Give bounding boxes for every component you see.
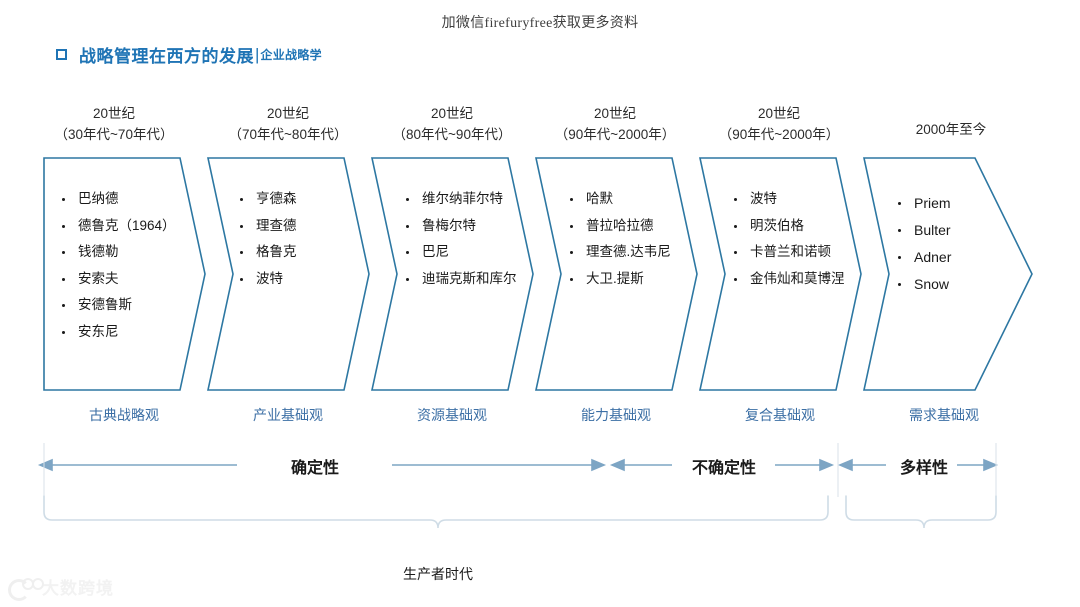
column-list-5: 波特 明茨伯格 卡普兰和诺顿 金伟灿和莫博涅 (732, 192, 845, 285)
title-separator: | (255, 44, 260, 64)
column-body-2: 亨德森 理查德 格鲁克 波特 (238, 192, 297, 298)
top-watermark: 加微信firefuryfree获取更多资料 (441, 16, 639, 31)
column-body-4: 哈默 普拉哈拉德 理查德.达韦尼 大卫.提斯 (568, 192, 671, 298)
list-item: 大卫.提斯 (568, 271, 671, 286)
page-title-main: 战略管理在西方的发展 (79, 47, 254, 66)
column-footer-2: 产业基础观 (253, 407, 323, 423)
column-list-2: 亨德森 理查德 格鲁克 波特 (238, 192, 297, 285)
column-footer-5: 复合基础观 (745, 407, 815, 423)
list-item: 维尔纳菲尔特 (404, 192, 517, 206)
column-header-line2: （90年代~2000年） (718, 126, 840, 142)
list-item: Adner (896, 250, 951, 264)
list-item: 格鲁克 (238, 245, 297, 259)
column-body-6: Priem Bulter Adner Snow (896, 196, 951, 304)
column-header-line2: （90年代~2000年） (554, 126, 676, 142)
list-item: 迪瑞克斯和库尔 (404, 271, 517, 286)
band-dividers (43, 443, 997, 497)
list-item: 卡普兰和诺顿 (732, 245, 845, 259)
column-body-1: 巴纳德 德鲁克（1964） 钱德勒 安索夫 安德鲁斯 安东尼 (60, 192, 176, 351)
column-body-5: 波特 明茨伯格 卡普兰和诺顿 金伟灿和莫博涅 (732, 192, 845, 298)
list-item: 德鲁克（1964） (60, 218, 176, 233)
list-item: Priem (896, 196, 951, 210)
column-header-line1: 20世纪 (266, 106, 310, 121)
list-item: 金伟灿和莫博涅 (732, 271, 845, 286)
band-label-uncertainty: 不确定性 (691, 460, 756, 477)
list-item: 鲁梅尔特 (404, 218, 517, 233)
page-title: 战略管理在西方的发展 | 企业战略学 (56, 42, 322, 67)
column-footer-6: 需求基础观 (909, 407, 979, 423)
list-item: 安德鲁斯 (60, 298, 176, 312)
column-header-3: 20世纪 （80年代~90年代） (362, 104, 542, 146)
list-item: 波特 (732, 192, 845, 206)
brand-logo-icon (8, 576, 44, 601)
brand-name: 大数跨境 (42, 579, 114, 598)
brace-right-small (845, 495, 997, 529)
list-item: 理查德 (238, 218, 297, 233)
list-item: 理查德.达韦尼 (568, 245, 671, 259)
bottom-watermark-logo: 大数跨境 (8, 574, 114, 601)
list-item: 波特 (238, 271, 297, 286)
column-header-5: 20世纪 （90年代~2000年） (686, 104, 872, 146)
band-label-diversity: 多样性 (899, 460, 948, 477)
column-body-3: 维尔纳菲尔特 鲁梅尔特 巴尼 迪瑞克斯和库尔 (404, 192, 517, 298)
list-item: 哈默 (568, 192, 671, 206)
list-item: Snow (896, 277, 951, 291)
column-list-1: 巴纳德 德鲁克（1964） 钱德勒 安索夫 安德鲁斯 安东尼 (60, 192, 176, 338)
list-item: 普拉哈拉德 (568, 218, 671, 233)
column-header-1: 20世纪 （30年代~70年代） (24, 104, 204, 146)
column-header-line1: 20世纪 (430, 106, 474, 121)
column-header-line1: 2000年至今 (915, 122, 987, 137)
column-footer-3: 资源基础观 (417, 407, 487, 423)
column-footer-4: 能力基础观 (581, 407, 651, 423)
column-list-6: Priem Bulter Adner Snow (896, 196, 951, 291)
column-list-3: 维尔纳菲尔特 鲁梅尔特 巴尼 迪瑞克斯和库尔 (404, 192, 517, 285)
column-list-4: 哈默 普拉哈拉德 理查德.达韦尼 大卫.提斯 (568, 192, 671, 285)
column-header-line2: （30年代~70年代） (54, 126, 174, 142)
column-header-4: 20世纪 （90年代~2000年） (522, 104, 708, 146)
page-title-sub: 企业战略学 (260, 48, 322, 62)
list-item: 钱德勒 (60, 245, 176, 259)
column-header-2: 20世纪 （70年代~80年代） (198, 104, 378, 146)
list-item: 明茨伯格 (732, 218, 845, 233)
brace-producer-era (43, 495, 829, 529)
column-header-line1: 20世纪 (757, 106, 801, 121)
square-bullet-icon (56, 49, 67, 60)
brace-label-producer-era: 生产者时代 (403, 566, 473, 582)
column-header-line1: 20世纪 (92, 106, 136, 121)
column-header-line2: （80年代~90年代） (392, 126, 512, 142)
list-item: 安东尼 (60, 324, 176, 339)
column-header-line2: （70年代~80年代） (228, 126, 348, 142)
list-item: Bulter (896, 223, 951, 237)
column-header-line1: 20世纪 (593, 106, 637, 121)
list-item: 安索夫 (60, 271, 176, 286)
list-item: 亨德森 (238, 192, 297, 206)
column-header-6: 2000年至今 (866, 120, 1036, 141)
list-item: 巴纳德 (60, 192, 176, 206)
band-label-certainty: 确定性 (290, 460, 339, 477)
list-item: 巴尼 (404, 245, 517, 259)
column-footer-1: 古典战略观 (89, 407, 159, 423)
